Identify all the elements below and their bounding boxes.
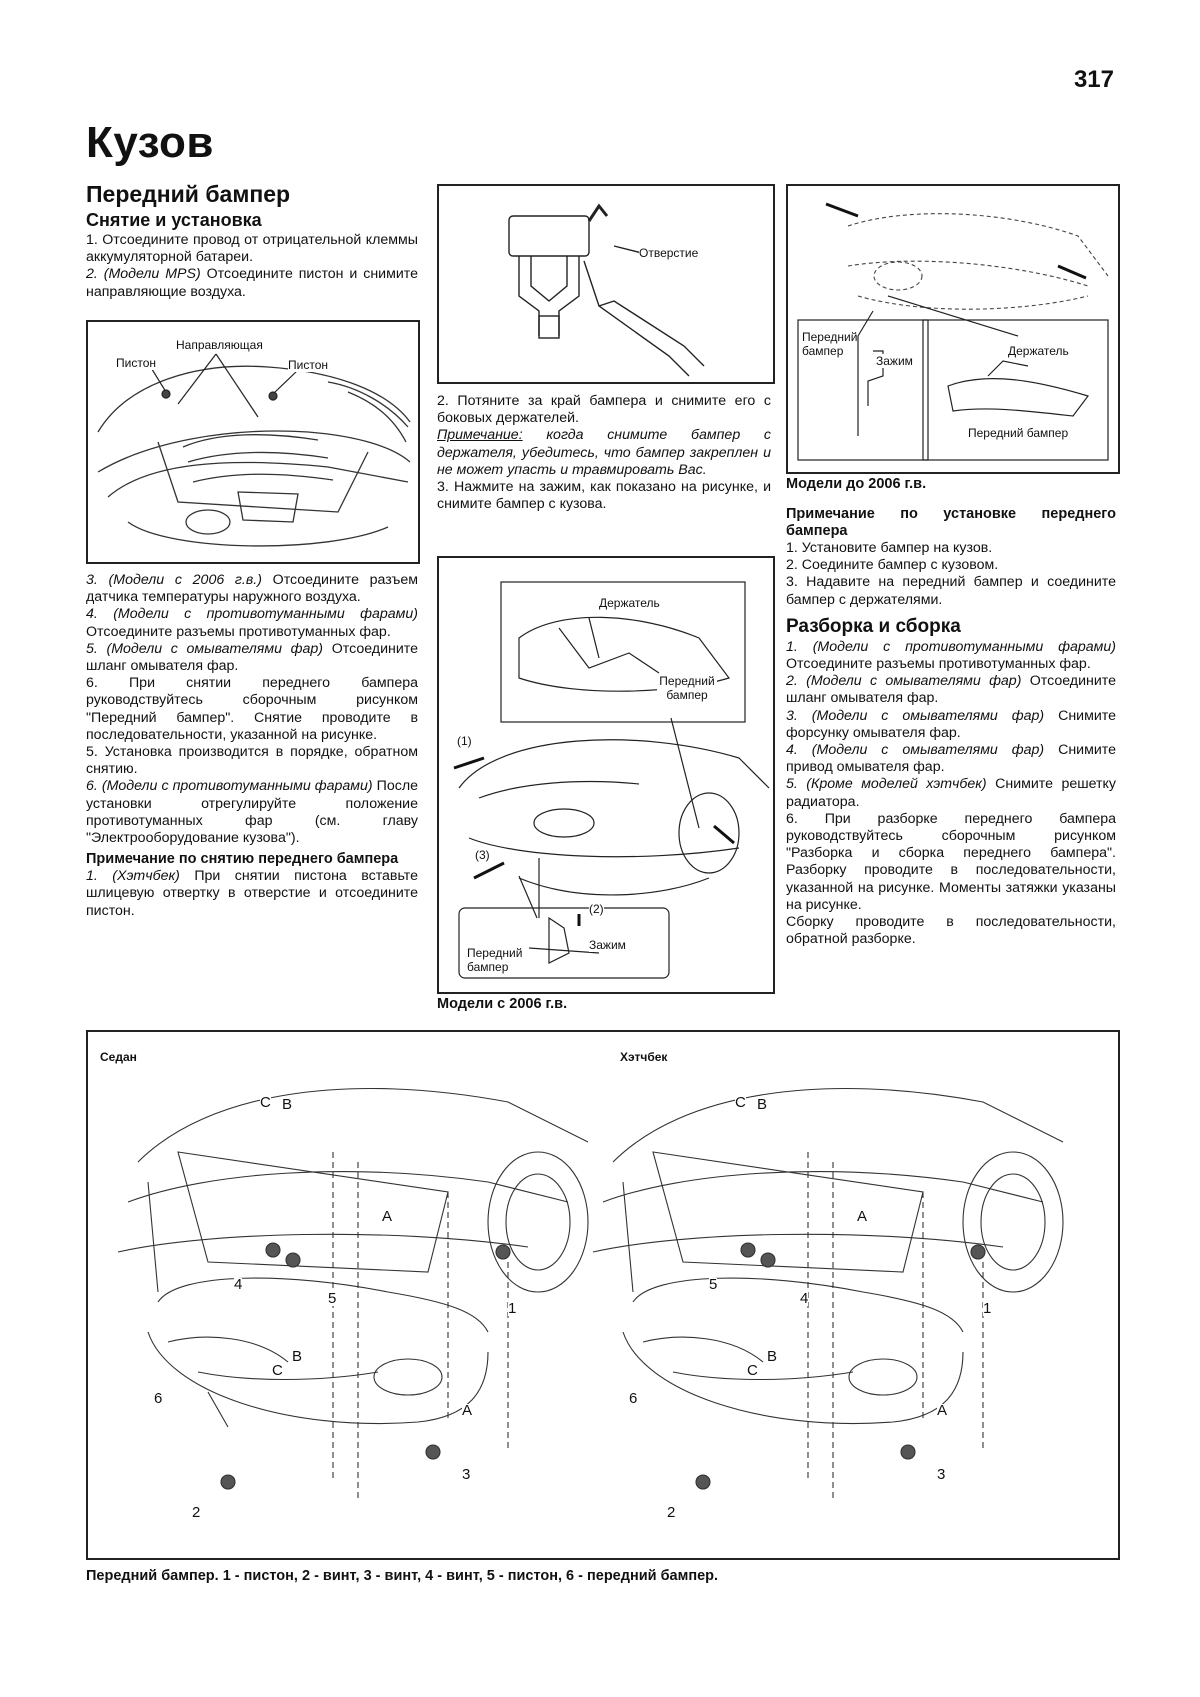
label-front-bumper: Передний бампер <box>802 330 858 358</box>
label-5: 5 <box>328 1290 337 1307</box>
removal-note-1: 1. (Хэтчбек) При снятии пистона вставьте… <box>86 868 418 919</box>
install-step-2: 2. Соедините бампер с кузовом. <box>786 557 999 574</box>
label-4: 4 <box>800 1290 809 1307</box>
page-number: 317 <box>1073 66 1114 93</box>
label-front-bumper-2: Передний бампер <box>968 426 1069 440</box>
label-n2: (2) <box>589 902 604 916</box>
figure-caption: Передний бампер. 1 - пистон, 2 - винт, 3… <box>86 1568 719 1584</box>
label-guide: Направляющая <box>176 338 263 352</box>
label-b-lower: B <box>292 1348 303 1365</box>
section-heading: Передний бампер <box>86 181 291 207</box>
label-6: 6 <box>154 1390 163 1407</box>
label-n3: (3) <box>475 848 490 862</box>
label-holder: Держатель <box>599 596 660 610</box>
subsection-heading: Снятие и установка <box>86 210 262 230</box>
label-b: B <box>757 1096 768 1113</box>
figure-piston-screwdriver: Отверстие <box>437 184 775 384</box>
label-front-bumper-2: Передний бампер <box>467 946 527 974</box>
label-3: 3 <box>937 1466 946 1483</box>
label-hatchback: Хэтчбек <box>620 1050 668 1064</box>
disassembly-step-6: 6. При разборке переднего бампера руково… <box>786 810 1116 913</box>
label-piston-left: Пистон <box>116 356 156 370</box>
label-b-lower: B <box>767 1348 778 1365</box>
step-1: 1. Отсоедините провод от отрицательной к… <box>86 232 418 266</box>
column-1: Передний бампер Снятие и установка 1. От… <box>86 180 418 301</box>
label-a-lower: A <box>462 1402 473 1419</box>
label-a: A <box>857 1208 868 1225</box>
label-3: 3 <box>462 1466 471 1483</box>
label-4: 4 <box>234 1276 243 1293</box>
install-step-3: 3. Надавите на передний бампер и соедини… <box>786 574 1116 608</box>
removal-note-heading: Примечание по снятию переднего бампера <box>86 851 399 868</box>
chapter-title: Кузов <box>86 118 214 167</box>
install-note-heading: Примечание по установке переднего бампер… <box>786 506 1116 539</box>
label-piston-right: Пистон <box>288 358 328 372</box>
figure-mps-air-guide: Направляющая Пистон Пистон <box>86 320 420 564</box>
figure-front-bumper-exploded: Седан Хэтчбек C B A B C A 1 2 3 4 5 6 C … <box>86 1030 1120 1560</box>
label-2: 2 <box>192 1504 201 1521</box>
label-holder: Держатель <box>1008 344 1069 358</box>
caution-note: Примечание: когда снимите бампер с держа… <box>437 427 771 478</box>
label-1: 1 <box>508 1300 517 1317</box>
label-sedan: Седан <box>100 1050 137 1064</box>
label-c-lower: C <box>747 1362 758 1379</box>
step-3-clip: 3. Нажмите на зажим, как показано на рис… <box>437 479 771 513</box>
label-5: 5 <box>709 1276 718 1293</box>
column-3-text: Примечание по установке переднего бампер… <box>786 506 1116 948</box>
figure-models-from-2006: Держатель Передний бампер Зажим Передний… <box>437 556 775 994</box>
caption-models-before-2006: Модели до 2006 г.в. <box>786 476 927 492</box>
label-clip: Зажим <box>876 354 913 368</box>
label-1: 1 <box>983 1300 992 1317</box>
disassembly-step-5: 5. (Кроме моделей хэтчбек) Снимите решет… <box>786 776 1117 810</box>
step-5: 5. (Модели с омывателями фар) Отсоединит… <box>86 640 418 675</box>
install-step-1: 1. Установите бампер на кузов. <box>786 540 993 556</box>
column-1-cont: 3. (Модели с 2006 г.в.) Отсоедините разъ… <box>86 572 418 920</box>
column-2-text: 2. Потяните за край бампера и снимите ег… <box>437 393 771 513</box>
label-b: B <box>282 1096 293 1113</box>
label-a: A <box>382 1208 393 1225</box>
figure-models-before-2006: Передний бампер Зажим Держатель Передний… <box>786 184 1120 474</box>
disassembly-step-3: 3. (Модели с омывателями фар) Снимите фо… <box>786 707 1116 741</box>
step-install: 5. Установка производится в порядке, обр… <box>86 744 418 778</box>
label-a-lower: A <box>937 1402 948 1419</box>
step-fog-adjust: 6. (Модели с противотуманными фарами) По… <box>86 778 418 847</box>
assembly-note: Сборку проводите в последовательности, о… <box>786 914 1116 948</box>
label-c: C <box>260 1094 271 1111</box>
disassembly-step-1: 1. (Модели с противотуманными фарами) От… <box>786 638 1116 673</box>
label-n1: (1) <box>457 734 472 748</box>
label-6: 6 <box>629 1390 638 1407</box>
label-hole: Отверстие <box>639 246 699 260</box>
label-2: 2 <box>667 1504 676 1521</box>
label-c: C <box>735 1094 746 1111</box>
step-2: 2. (Модели MPS) Отсоедините пистон и сни… <box>86 266 418 300</box>
label-clip: Зажим <box>589 938 626 952</box>
disassembly-step-4: 4. (Модели с омывателями фар) Снимите пр… <box>786 742 1116 776</box>
caption-models-from-2006: Модели с 2006 г.в. <box>437 996 568 1012</box>
disassembly-step-2: 2. (Модели с омывателями фар) Отсоединит… <box>786 673 1116 707</box>
step-2-pull: 2. Потяните за край бампера и снимите ег… <box>437 393 771 427</box>
disassembly-heading: Разборка и сборка <box>786 615 961 637</box>
step-4: 4. (Модели с противотуманными фарами) От… <box>86 606 418 640</box>
label-front-bumper: Передний бампер <box>657 674 717 702</box>
step-6: 6. При снятии переднего бампера руководс… <box>86 675 418 743</box>
label-c-lower: C <box>272 1362 283 1379</box>
step-3: 3. (Модели с 2006 г.в.) Отсоедините разъ… <box>86 572 418 606</box>
